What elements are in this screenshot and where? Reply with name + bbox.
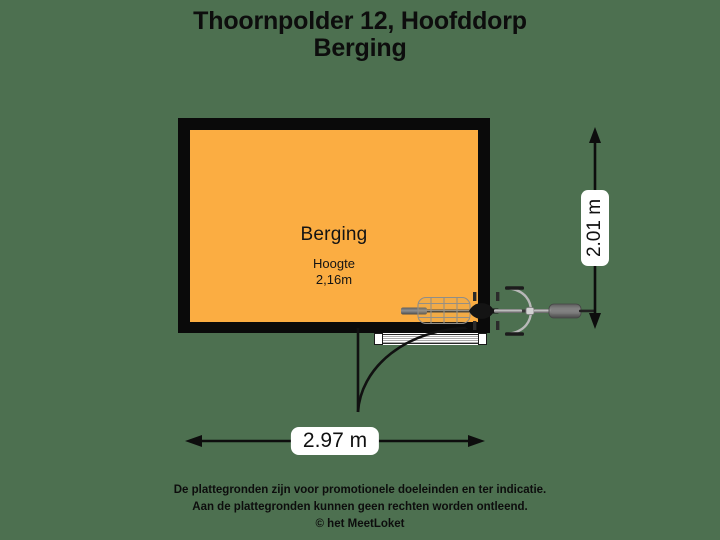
footer-disclaimer: De plattegronden zijn voor promotionele … [0, 482, 720, 533]
room-outline: Berging Hoogte 2,16m [178, 118, 595, 345]
height-value: 2,16m [315, 272, 353, 288]
footer-line-2: Aan de plattegronden kunnen geen rechten… [192, 501, 528, 514]
height-caption: Hoogte [313, 256, 355, 271]
room-label: Berging [300, 224, 368, 245]
bicycle-icon [401, 286, 595, 336]
page-title: Thoornpolder 12, Hoofddorp Berging [0, 8, 720, 62]
door-jamb-left [374, 333, 383, 345]
room-height-label: Hoogte 2,16m [190, 256, 478, 289]
dimension-depth: 2.01 m [576, 126, 614, 330]
footer-line-1: De plattegronden zijn voor promotionele … [173, 484, 547, 496]
door-swing-arc [356, 326, 468, 413]
footer-copyright: © het MeetLoket [315, 518, 405, 531]
title-plan-name: Berging [313, 34, 407, 62]
dimension-depth-label: 2.01 m [581, 189, 609, 267]
dimension-width-label: 2.97 m [290, 427, 380, 455]
dimension-width: 2.97 m [184, 424, 486, 458]
room-floor-fill: Berging Hoogte 2,16m [190, 130, 595, 345]
title-address: Thoornpolder 12, Hoofddorp [193, 7, 527, 35]
door-jamb-right [478, 333, 487, 345]
door-opening [374, 333, 487, 345]
